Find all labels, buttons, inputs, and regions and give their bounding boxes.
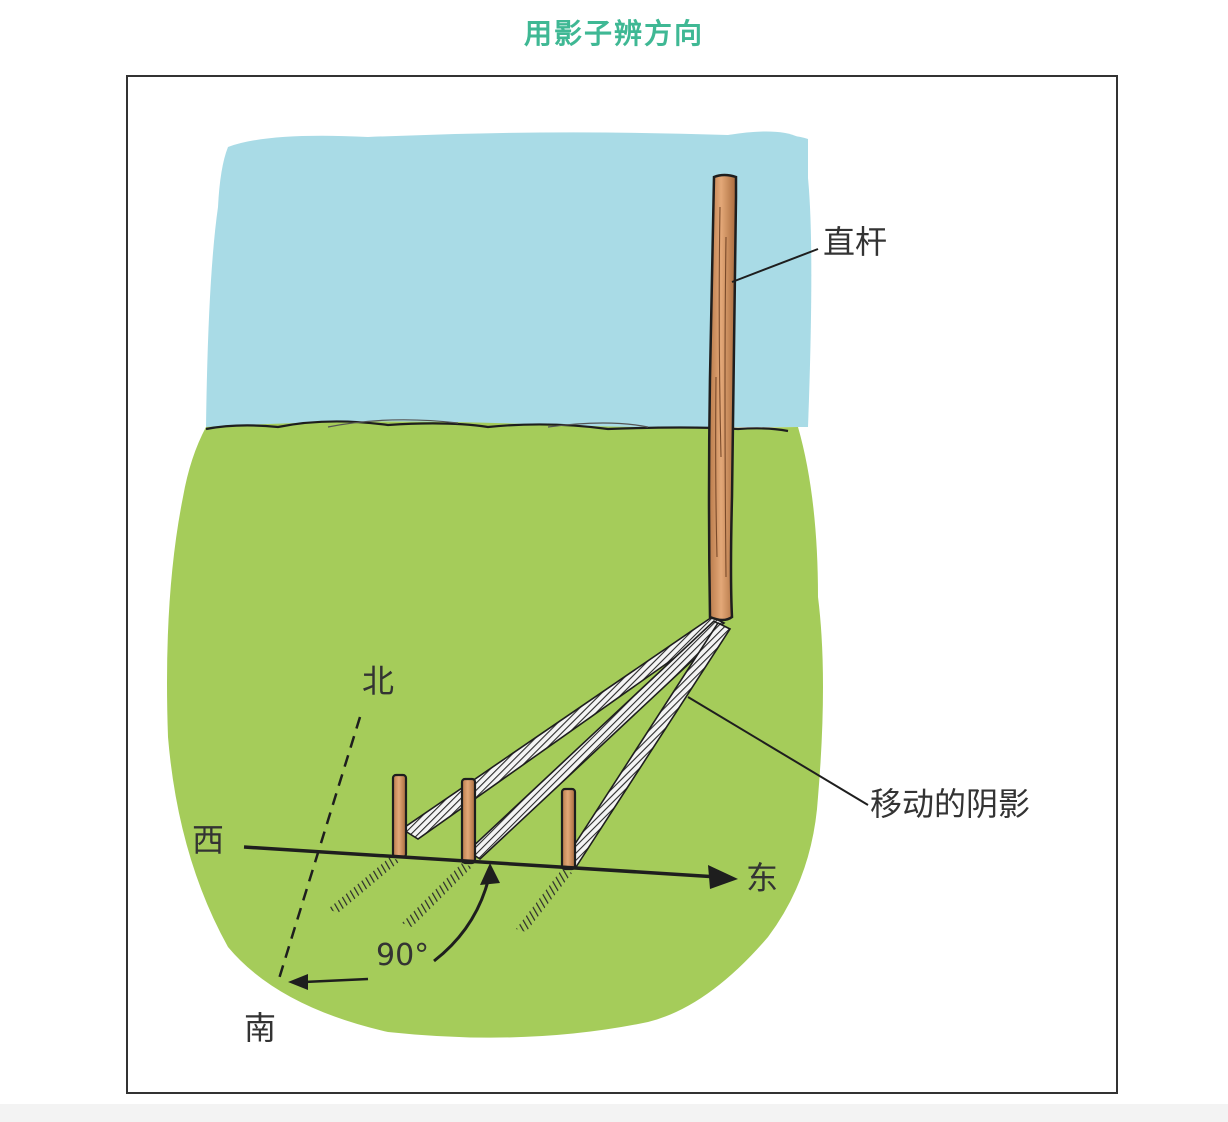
horizon-hill: [327, 419, 649, 428]
figure-frame: 直杆 移动的阴影 北 西 东 南 90°: [126, 75, 1118, 1094]
east-arrowhead: [708, 865, 738, 889]
page-title: 用影子辨方向: [523, 17, 704, 50]
north-south-line: [276, 716, 362, 983]
shadow-leader-line: [687, 696, 869, 806]
pole-grain: [715, 206, 727, 578]
sky-area-right: [728, 131, 812, 427]
marker-stick-1: [391, 773, 408, 859]
pole-leader-line: [731, 248, 819, 283]
stick-shadow-3: [516, 869, 572, 932]
sky-area: [206, 132, 808, 427]
marker-stick-3: [560, 787, 577, 871]
label-pole: 直杆: [823, 223, 887, 261]
stick-shadow-2: [402, 863, 472, 927]
label-moving-shadow: 移动的阴影: [870, 785, 1030, 823]
tall-pole: [707, 173, 738, 622]
right-angle-arrowhead: [480, 863, 500, 885]
stick-shadow-1: [328, 857, 400, 913]
label-north: 北: [362, 662, 394, 700]
label-west: 西: [192, 821, 224, 859]
label-south: 南: [244, 1009, 276, 1047]
west-east-line: [243, 845, 719, 879]
south-arrow-line: [303, 977, 369, 984]
bottom-strip: [0, 1104, 1228, 1122]
south-arrowhead: [288, 974, 308, 990]
label-angle: 90°: [376, 938, 429, 973]
marker-stick-2: [460, 777, 477, 865]
shadow-direction-diagram: 直杆 移动的阴影 北 西 东 南 90°: [167, 131, 1030, 1047]
grass-area: [167, 421, 823, 1038]
label-east: 东: [746, 859, 778, 897]
